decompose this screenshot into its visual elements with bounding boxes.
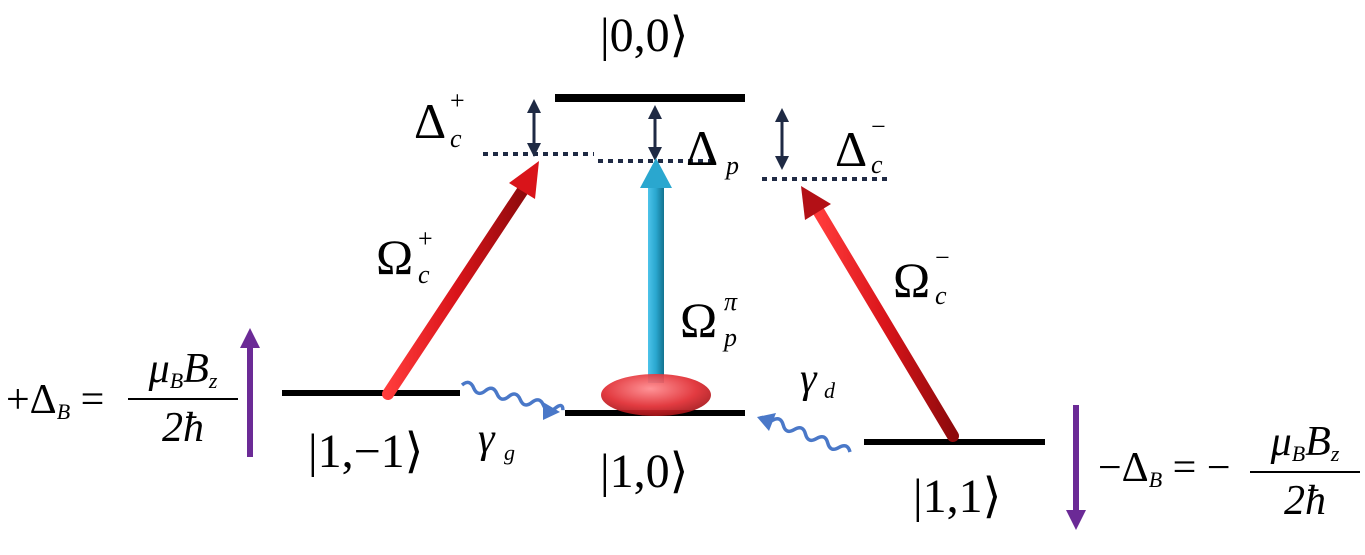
- zeeman-eq-right-fraction: μBBz 2ħ: [1250, 418, 1360, 525]
- zeeman-eq-right-lhs: −ΔB = −: [1098, 445, 1231, 492]
- coupling-arrow-omega-c-plus: [382, 161, 539, 400]
- detuning-arrow-dc-minus: [775, 108, 789, 170]
- ket-0-0: |0,0⟩: [600, 9, 689, 62]
- ket-1-minus1: |1,−1⟩: [308, 425, 424, 478]
- label-omega-p-pi: Ω π p: [680, 287, 738, 352]
- ket-1-1: |1,1⟩: [913, 470, 1002, 523]
- population-ellipse: [601, 374, 711, 416]
- detuning-arrow-dp: [648, 105, 662, 161]
- zeeman-eq-left-fraction: μBBz 2ħ: [128, 345, 238, 452]
- decay-gamma-g-wave: [460, 380, 565, 420]
- label-delta-p: Δ p: [686, 120, 739, 180]
- coupling-arrow-omega-c-minus: [801, 186, 959, 442]
- decay-gamma-d-wave: [757, 413, 852, 453]
- label-omega-c-minus: Ω − c: [893, 243, 950, 310]
- label-gamma-g: γ g: [478, 416, 515, 465]
- label-delta-c-minus: Δ − c: [835, 112, 886, 179]
- zeeman-arrow-up: [240, 328, 260, 457]
- label-omega-c-plus: Ω + c: [376, 224, 433, 289]
- label-delta-c-plus: Δ + c: [414, 86, 465, 153]
- zeeman-eq-left-lhs: +ΔB =: [6, 377, 105, 424]
- zeeman-arrow-down: [1066, 405, 1086, 530]
- label-gamma-d: γ d: [800, 356, 835, 403]
- detuning-arrow-dc-plus: [527, 99, 541, 157]
- ket-1-0: |1,0⟩: [600, 445, 689, 498]
- coupling-arrow-omega-p-pi: [640, 158, 672, 383]
